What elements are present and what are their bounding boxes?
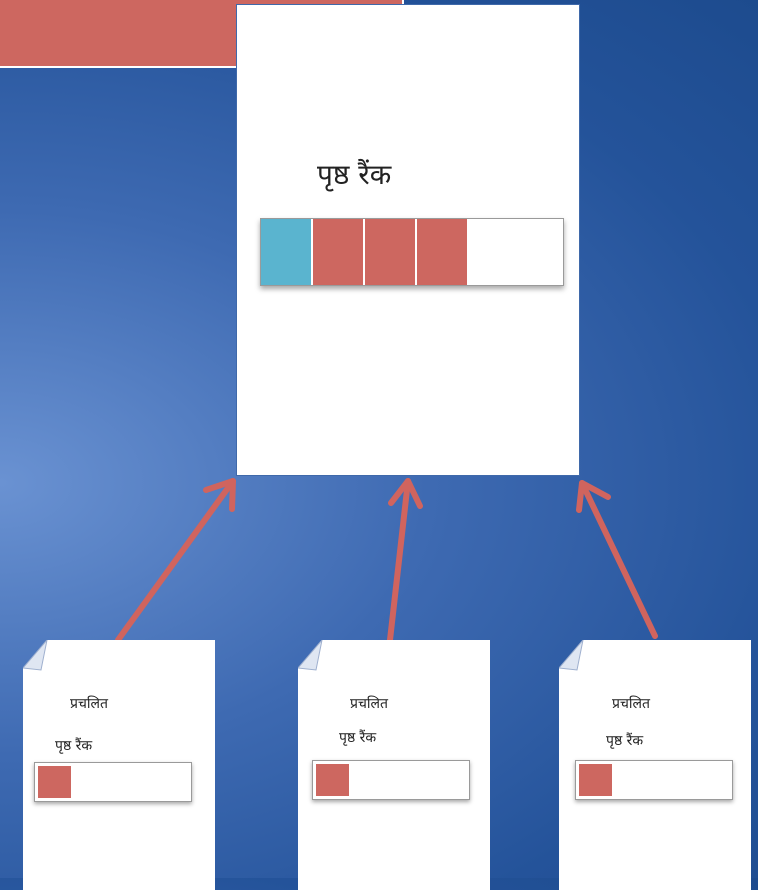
- source-page-2-label: प्रचलित: [350, 696, 388, 712]
- pagerank-bar: [260, 218, 564, 286]
- source-page-3-rank-bar: [575, 760, 733, 800]
- page-fold-icon: [298, 640, 323, 671]
- source-page-1-label: प्रचलित: [70, 696, 108, 712]
- rank-cell-red: [316, 764, 349, 796]
- rank-cell-red: [579, 764, 612, 796]
- source-page-3-rank-label: पृष्ठ रैंक: [606, 733, 644, 749]
- rank-cell-red: [38, 766, 71, 798]
- pagerank-cell-red: [365, 219, 417, 285]
- arrow-middle: [387, 478, 423, 643]
- target-page: पृष्ठ रैंक: [236, 4, 580, 476]
- source-page-2-rank-bar: [312, 760, 470, 800]
- page-fold-icon: [559, 640, 584, 671]
- source-page-1-rank-bar: [34, 762, 192, 802]
- source-page-2-rank-label: पृष्ठ रैंक: [339, 730, 377, 746]
- target-page-title: पृष्ठ रैंक: [317, 158, 392, 191]
- source-page-3-label: प्रचलित: [612, 696, 650, 712]
- pagerank-cell-empty: [469, 219, 563, 285]
- arrow-right: [576, 480, 658, 639]
- page-fold-icon: [23, 640, 48, 671]
- pagerank-cell-red: [313, 219, 365, 285]
- source-page-1-rank-label: पृष्ठ रैंक: [55, 738, 93, 754]
- arrow-left: [115, 478, 236, 643]
- pagerank-cell-red: [417, 219, 469, 285]
- pagerank-cell-blue: [261, 219, 313, 285]
